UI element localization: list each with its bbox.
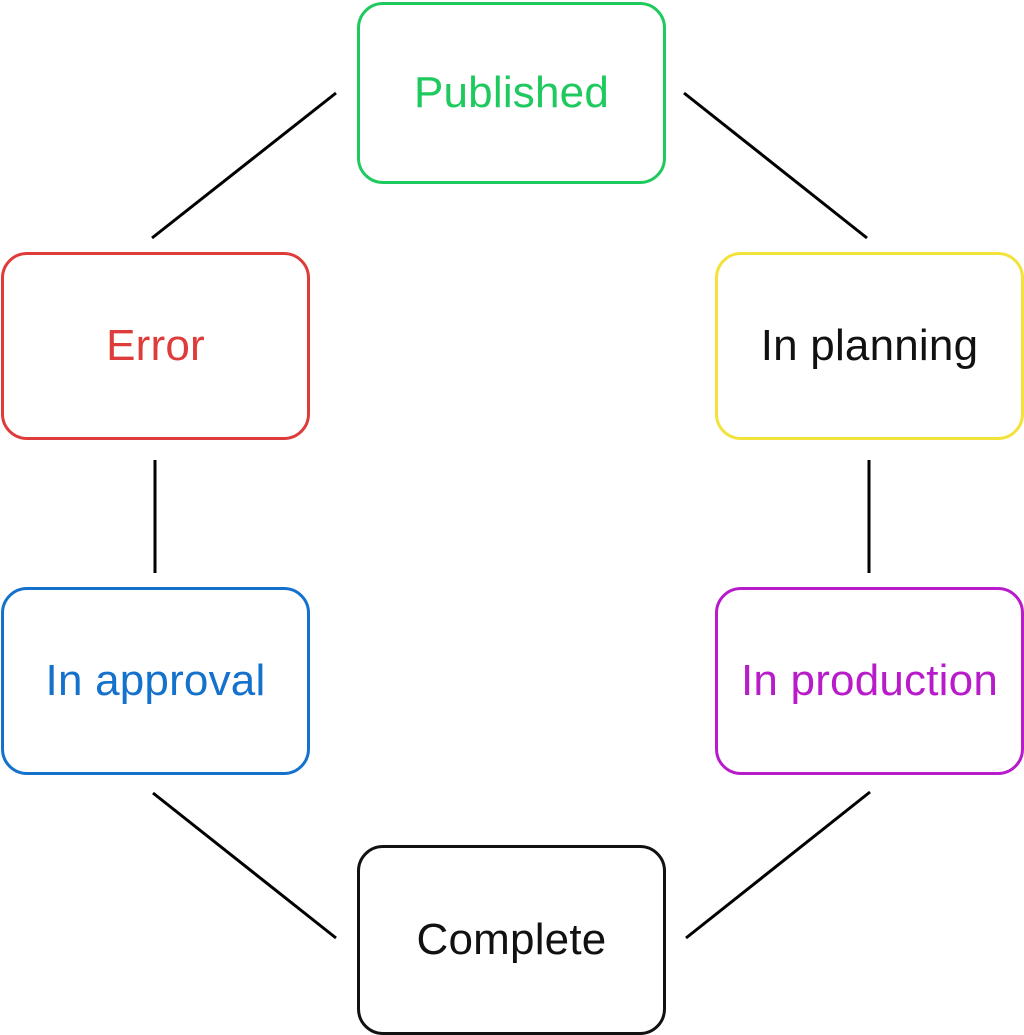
node-label-in-approval: In approval xyxy=(45,655,266,705)
edge-published-error xyxy=(151,91,337,240)
node-label-published: Published xyxy=(413,67,610,117)
node-complete[interactable]: Complete xyxy=(357,845,666,1035)
node-label-in-planning: In planning xyxy=(760,320,979,370)
edge-published-in-planning xyxy=(683,91,868,240)
node-in-planning[interactable]: In planning xyxy=(715,252,1024,440)
edge-in-production-complete xyxy=(685,790,871,940)
node-in-production[interactable]: In production xyxy=(715,587,1024,775)
node-published[interactable]: Published xyxy=(357,2,666,184)
node-label-in-production: In production xyxy=(741,655,998,705)
node-label-complete: Complete xyxy=(416,914,607,964)
edge-in-approval-complete xyxy=(152,791,337,940)
node-error[interactable]: Error xyxy=(1,252,310,440)
node-label-error: Error xyxy=(106,320,205,370)
node-in-approval[interactable]: In approval xyxy=(1,587,310,775)
